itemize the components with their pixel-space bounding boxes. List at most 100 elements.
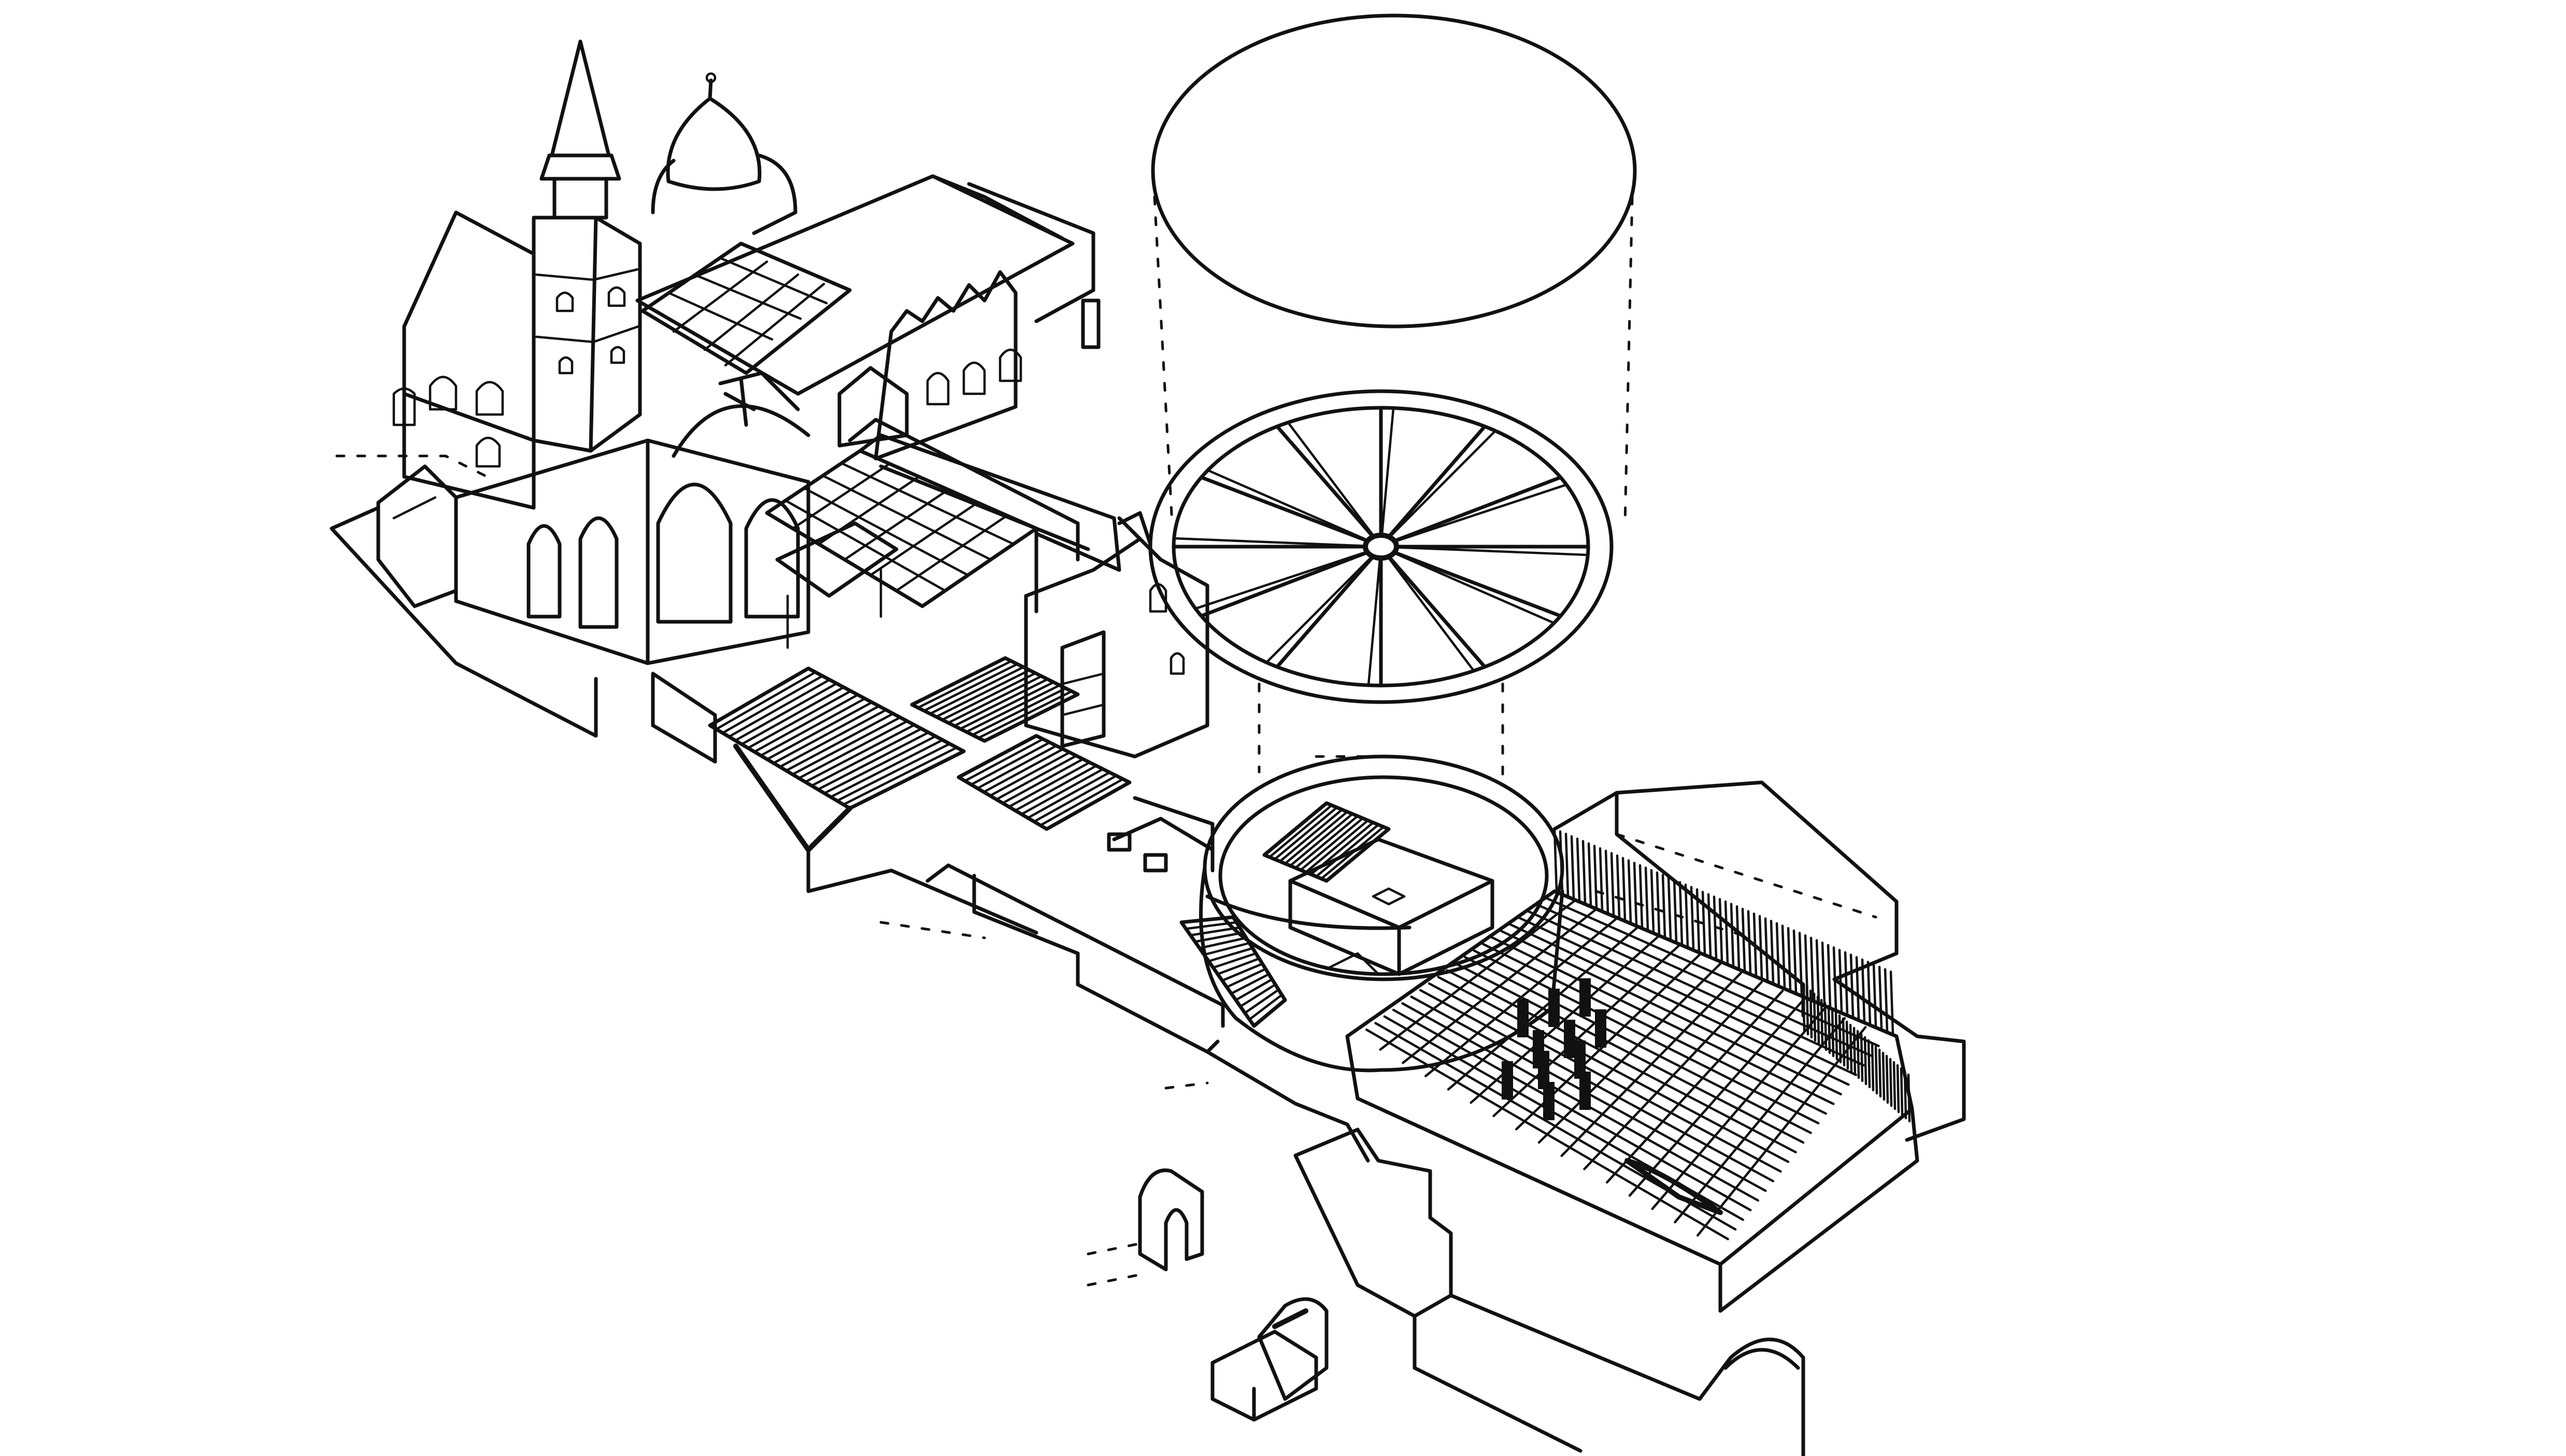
wall-hatch [1900,1067,1904,1117]
floor-grid-line [1697,1026,1867,1237]
drum-top-inner [1218,775,1549,976]
wall-hatch [1690,886,1695,951]
wall-hatch [1874,1045,1878,1095]
stair-tread [1007,761,1091,808]
wall-hatch [1747,910,1752,975]
wall-hatch [1827,944,1832,1009]
hall-wall-hatch [1553,827,1911,1123]
wall-hatch [1845,1020,1849,1070]
wall-hatch [1718,898,1723,963]
dome-shell [666,96,762,191]
stair-tread [1225,967,1267,989]
roof-rib-edge [1174,537,1367,547]
lower-level [925,796,1370,1163]
stair-tread [753,693,859,753]
wall-hatch [1884,968,1889,1033]
stair-flight-1 [708,666,966,810]
wall-hatch [1889,970,1894,1035]
stair-tread [715,671,817,731]
hall-outer-wall [1552,780,1966,1142]
wall-hatch [1842,1017,1846,1067]
stair-tread [797,720,909,780]
stair-tread [1230,973,1270,995]
floor-grid-line [1447,926,1639,1091]
wall-hatch [1821,941,1826,1006]
wall-hatch [1872,963,1877,1028]
stair-tread [1033,774,1118,823]
stair-tread [817,731,930,791]
disc-projection-left [1153,195,1174,525]
ground-dashes [335,454,1753,1287]
exhibition-hall-grid [1345,780,1966,1313]
pillar [1543,1082,1555,1120]
wall-hatch [1581,840,1587,905]
wall-hatch [1889,1058,1893,1107]
wall-hatch [1849,1023,1853,1073]
roof-rib [1392,476,1562,543]
pillar [1579,978,1591,1017]
wall-hatch [1892,1061,1897,1110]
wall-hatch [1861,958,1866,1023]
roof-rib [1387,554,1486,668]
stair-tread [1268,804,1333,859]
stair-tread [941,672,1037,721]
wall-hatch [1707,893,1712,958]
stair-tread [965,684,1061,733]
stair-tread [1244,988,1280,1015]
floating-disc [1151,13,1637,525]
wall-hatch [1844,951,1849,1016]
roof-outer-ring [1148,389,1614,704]
wall-hatch [1616,854,1621,919]
wall-hatch [1805,986,1809,1036]
left-wing [376,464,458,608]
floor-grid-line [1560,972,1743,1157]
hall-roof [635,174,1075,396]
stair-tread [772,705,880,764]
wall-hatch [1661,874,1666,938]
pillar [1564,1020,1575,1058]
stepped-gable [874,270,1018,461]
stair-tread [778,708,888,768]
pillar [1595,1009,1606,1048]
wall-hatch [1741,907,1746,973]
stair-tread [842,746,958,806]
stair-tread [766,701,873,761]
wall-hatch [1678,881,1684,946]
wall-hatch [1878,1048,1882,1098]
stair-tread [963,738,1045,782]
grand-stairs [651,521,1132,935]
floor-grid-line [1537,962,1722,1144]
pillar [1579,1072,1591,1110]
stair-tread [1294,815,1359,869]
stair-tread [959,681,1055,730]
wall-hatch [1831,1008,1835,1058]
wall-hatch [1627,859,1632,924]
stair-tread [1248,993,1283,1021]
stair-tread [728,678,831,738]
roof-rib [1200,476,1370,543]
courtyard-glazing [640,241,852,375]
floor-grid-line [1651,1008,1826,1210]
stair-tread [747,690,852,749]
wall-hatch [1764,917,1769,982]
wall-hatch [1621,857,1627,922]
stair-tread [1185,921,1238,930]
stair-tread [791,716,902,776]
stair-tread [976,745,1058,790]
canopy-mullion [895,514,1008,592]
pillar [1502,1061,1513,1100]
wall-hatch [1881,1051,1886,1101]
wall-hatch [1638,864,1644,929]
stair-flight-3 [957,734,1132,831]
roof-rib-edge [1395,546,1588,556]
floor-grid-line [1674,1017,1846,1223]
wall-hatch [1792,929,1798,994]
wall-hatch [1834,1011,1838,1061]
wall-hatch [1593,845,1598,909]
disc-outline [1151,13,1637,329]
wall-hatch [1610,852,1615,917]
arcaded-pavilion [330,371,810,738]
wall-hatch [1903,1070,1907,1120]
wall-hatch [1633,862,1638,926]
